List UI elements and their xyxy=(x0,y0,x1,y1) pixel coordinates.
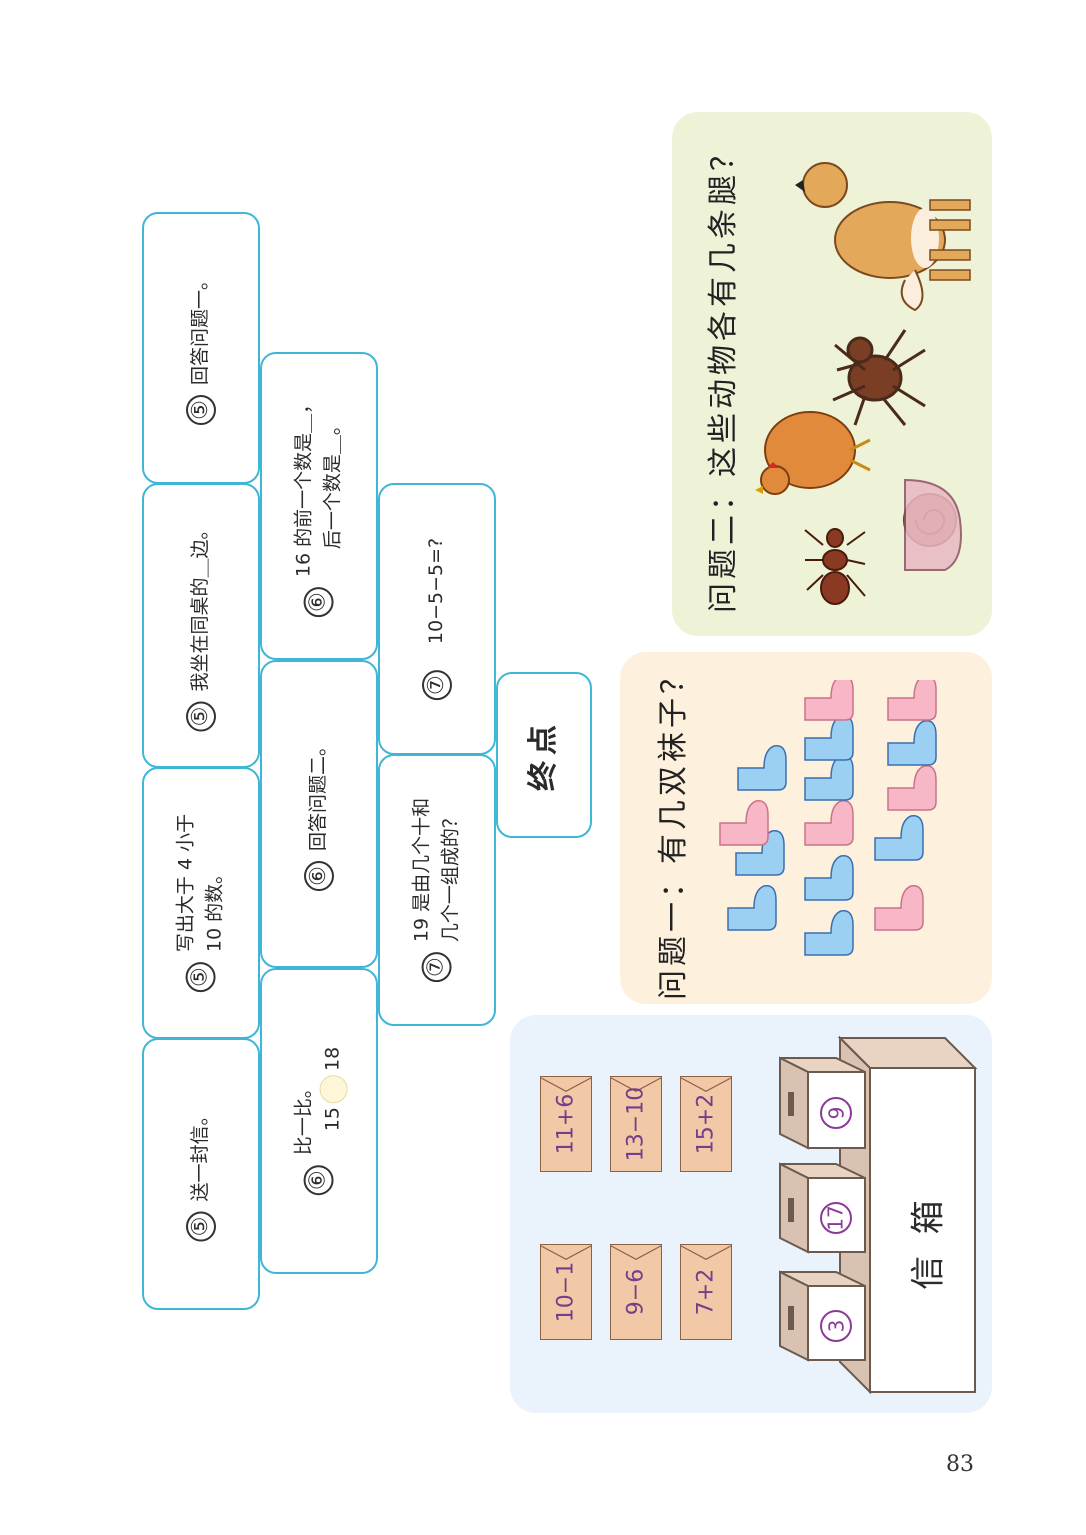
step-badge: ⑦ xyxy=(422,952,452,983)
compare-right: 18 xyxy=(322,1046,344,1071)
envelope-flap-icon xyxy=(681,1077,731,1092)
envelope-label: 13−10 xyxy=(623,1086,649,1162)
card-before-after: ⑥ 16 的前一个数是＿， 后一个数是＿。 xyxy=(260,352,378,660)
card-text: 回答问题二。 xyxy=(307,736,330,852)
end-label: 终点 xyxy=(525,719,561,791)
card-desk-mate: ⑤ 我坐在同桌的＿边。 xyxy=(142,483,260,768)
dog-icon xyxy=(795,162,971,312)
card-text: 送一封信。 xyxy=(189,1106,212,1202)
card-text-line1: 16 的前一个数是＿， xyxy=(292,394,315,578)
compare-row: 15 18 xyxy=(319,1047,348,1131)
step-badge: ⑥ xyxy=(304,1165,334,1196)
question-two-title: 问题二：这些动物各有几条腿？ xyxy=(706,137,741,613)
card-text: 10−5−5=? xyxy=(425,537,448,645)
ant-icon xyxy=(804,528,866,605)
card-text-line1: 写出大于 4 小于 xyxy=(174,813,197,953)
snail-icon xyxy=(903,478,962,571)
card-end: 终点 xyxy=(496,672,592,838)
card-answer-q2: ⑥ 回答问题二。 xyxy=(260,660,378,968)
card-send-letter: ⑤ 送一封信。 xyxy=(142,1038,260,1310)
envelope-flap-icon xyxy=(611,1077,661,1092)
envelope[interactable]: 13−10 xyxy=(610,1076,662,1172)
step-badge: ⑤ xyxy=(186,1211,216,1242)
animals-illustration xyxy=(755,162,971,605)
mailbox-number-badge: 17 xyxy=(820,1202,852,1234)
envelope[interactable]: 15+2 xyxy=(680,1076,732,1172)
envelope-label: 10−1 xyxy=(553,1261,579,1323)
step-badge: ⑤ xyxy=(186,701,216,732)
envelope-flap-icon xyxy=(681,1245,731,1260)
card-text-line2: 后一个数是＿。 xyxy=(322,416,344,550)
card-text-line2: 几个一组成的？ xyxy=(440,809,462,943)
mailbox-number-badge: 9 xyxy=(820,1097,852,1129)
card-subtraction: ⑦ 10−5−5=? xyxy=(378,483,496,755)
hen-icon xyxy=(755,411,871,495)
compare-blank-circle[interactable] xyxy=(319,1075,348,1103)
envelope-flap-icon xyxy=(541,1077,591,1092)
mailbox-number-badge: 3 xyxy=(820,1310,852,1342)
envelope-flap-icon xyxy=(541,1245,591,1260)
card-text-line1: 19 是由几个十和 xyxy=(410,797,433,943)
envelope-label: 11+6 xyxy=(553,1093,579,1155)
socks-illustration xyxy=(719,680,937,956)
step-badge: ⑦ xyxy=(422,670,452,701)
step-badge: ⑥ xyxy=(304,587,334,618)
card-write-numbers: ⑤ 写出大于 4 小于 10 的数。 xyxy=(142,767,260,1039)
card-text: 比一比。 xyxy=(292,1079,315,1156)
mailbox-illustration xyxy=(779,1035,978,1395)
sock-icon xyxy=(719,680,937,956)
mailbox-label: 信 箱 xyxy=(908,1200,949,1290)
envelope-label: 9−6 xyxy=(623,1268,649,1316)
card-tens-ones: ⑦ 19 是由几个十和 几个一组成的？ xyxy=(378,754,496,1026)
card-text: 我坐在同桌的＿边。 xyxy=(189,519,212,692)
envelope-label: 15+2 xyxy=(693,1093,719,1155)
step-badge: ⑤ xyxy=(186,962,216,993)
page-number: 83 xyxy=(946,1452,974,1477)
question-one-title: 问题一：有几双袜子？ xyxy=(656,660,691,1000)
spider-icon xyxy=(832,329,926,426)
card-text-line2: 10 的数。 xyxy=(204,864,226,953)
envelope-label: 7+2 xyxy=(693,1268,719,1316)
step-badge: ⑤ xyxy=(186,395,216,426)
envelope-flap-icon xyxy=(611,1245,661,1260)
step-badge: ⑥ xyxy=(304,861,334,892)
card-text: 回答问题一。 xyxy=(189,270,212,386)
card-answer-q1: ⑤ 回答问题一。 xyxy=(142,212,260,484)
envelope[interactable]: 7+2 xyxy=(680,1244,732,1340)
compare-left: 15 xyxy=(322,1107,344,1132)
card-compare: ⑥ 比一比。 15 18 xyxy=(260,968,378,1274)
envelope[interactable]: 9−6 xyxy=(610,1244,662,1340)
envelope[interactable]: 10−1 xyxy=(540,1244,592,1340)
envelope[interactable]: 11+6 xyxy=(540,1076,592,1172)
